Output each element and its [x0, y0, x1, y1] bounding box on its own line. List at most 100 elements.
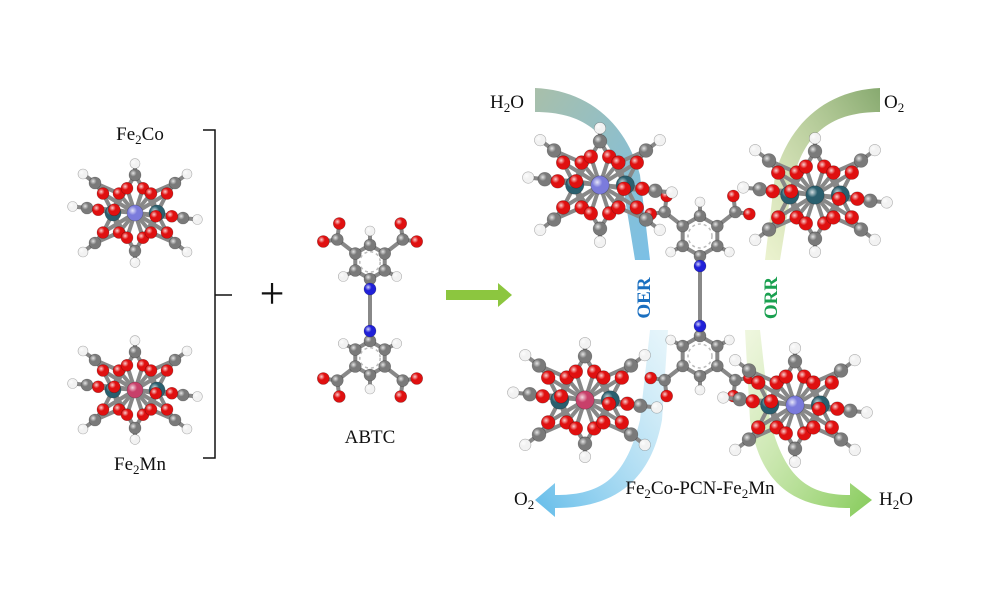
carbon-atom-shine [129, 422, 141, 434]
reaction-arrow [446, 283, 512, 307]
carbon-atom-shine [729, 206, 742, 218]
oxygen-atom-shine [844, 165, 859, 180]
oxygen-atom-shine [569, 174, 583, 189]
hydrogen-atom-shine [67, 201, 78, 212]
carbon-atom-shine [396, 233, 409, 246]
carbon-atom-shine [522, 387, 537, 402]
carbon-atom-shine [89, 354, 101, 366]
abtc-label: ABTC [345, 427, 396, 448]
hydrogen-atom-shine [192, 391, 203, 402]
carbon-atom-shine [331, 233, 344, 246]
hydrogen-atom-shine [666, 186, 678, 199]
oxygen-atom-shine [771, 210, 786, 225]
carbon-atom-shine [364, 335, 376, 347]
carbon-atom-shine [349, 343, 362, 356]
carbon-atom-shine [676, 340, 689, 352]
oxygen-atom-shine [394, 390, 407, 403]
carbon-atom-shine [547, 143, 561, 158]
carbon-atom-shine [129, 169, 141, 181]
oxygen-atom-shine [121, 231, 133, 244]
oxygen-atom-shine [145, 403, 157, 416]
hydrogen-atom-shine [849, 444, 861, 456]
oxygen-atom-shine [97, 226, 109, 239]
hydrogen-atom-shine [78, 346, 88, 356]
oxygen-atom-shine [629, 200, 644, 215]
hydrogen-atom-shine [338, 271, 349, 282]
hydrogen-atom-shine [78, 424, 88, 434]
product-name-label: Fe2Co-PCN-Fe2Mn [625, 478, 775, 501]
oxygen-atom-shine [771, 165, 786, 180]
carbon-atom-shine [788, 354, 802, 369]
hydrogen-atom-shine [789, 456, 801, 468]
hydrogen-atom-shine [182, 346, 192, 356]
oxygen-atom-shine [614, 415, 629, 430]
hydrogen-atom-shine [729, 444, 741, 456]
carbon-atom-shine [762, 153, 776, 168]
hydrogen-atom-shine [594, 236, 606, 248]
carbon-atom-shine [694, 370, 706, 382]
oxygen-atom-shine [620, 396, 635, 411]
manganese-atom-shine [127, 382, 143, 398]
aromatic-ring [687, 223, 713, 249]
carbon-atom-shine [396, 374, 409, 387]
hydrogen-atom-shine [665, 335, 676, 345]
oxygen-atom-shine [596, 370, 611, 385]
carbon-atom-shine [578, 349, 592, 364]
carbon-atom-shine [89, 414, 101, 426]
carbon-atom-shine [711, 360, 724, 372]
carbon-atom-shine [834, 432, 848, 447]
carbon-atom-shine [89, 237, 101, 249]
carbon-atom-shine [349, 264, 362, 277]
hydrogen-atom-shine [861, 406, 873, 419]
hydrogen-atom-shine [182, 247, 192, 257]
oxygen-atom-shine [541, 370, 556, 385]
manganese-atom-shine [575, 390, 595, 410]
fe2mn-label: Fe2Mn [114, 454, 166, 477]
oxygen-atom-shine [850, 191, 865, 206]
carbon-atom-shine [624, 358, 638, 373]
h2o-top-left-label: H2O [490, 92, 524, 115]
oxygen-atom-shine [614, 370, 629, 385]
oxygen-atom-shine [798, 216, 813, 231]
hydrogen-atom-shine [665, 247, 676, 257]
o2-top-right-label: O2 [884, 92, 904, 115]
cobalt-atom-shine [127, 205, 143, 221]
carbon-atom-shine [378, 247, 391, 260]
carbon-atom-shine [532, 358, 546, 373]
carbon-atom-shine [843, 403, 858, 418]
hydrogen-atom-shine [338, 338, 349, 349]
carbon-atom-shine [349, 360, 362, 373]
hydrogen-atom-shine [881, 196, 893, 209]
carbon-atom-shine [711, 340, 724, 352]
oxygen-atom-shine [165, 387, 178, 400]
carbon-atom-shine [648, 183, 663, 198]
hydrogen-atom-shine [507, 386, 519, 399]
oxygen-atom-shine [832, 191, 846, 206]
oxygen-atom-shine [161, 226, 173, 239]
oxygen-atom-shine [145, 187, 157, 200]
carbon-atom-shine [732, 392, 747, 407]
oxygen-atom-shine [764, 394, 778, 409]
orr-outflow-arrow [745, 330, 872, 517]
carbon-atom-shine [711, 240, 724, 252]
carbon-atom-shine [537, 172, 552, 187]
carbon-atom-shine [547, 212, 561, 227]
carbon-atom-shine [532, 427, 546, 442]
oxygen-atom-shine [554, 389, 568, 404]
hydrogen-atom-shine [695, 197, 705, 207]
oxygen-atom-shine [97, 187, 109, 200]
hydrogen-atom-shine [130, 335, 140, 346]
oxygen-atom-shine [97, 403, 109, 416]
carbon-atom-shine [729, 374, 742, 386]
aromatic-ring [359, 251, 381, 273]
oxygen-atom-shine [556, 155, 571, 170]
carbon-atom-shine [169, 177, 181, 189]
orr-inflow-arrow [765, 88, 880, 260]
oxygen-atom-shine [617, 181, 631, 196]
oxygen-atom-shine [161, 403, 173, 416]
carbon-atom-shine [834, 363, 848, 378]
flow-arrows [535, 88, 880, 517]
hydrogen-atom-shine [391, 271, 402, 282]
carbon-atom-shine [129, 245, 141, 257]
